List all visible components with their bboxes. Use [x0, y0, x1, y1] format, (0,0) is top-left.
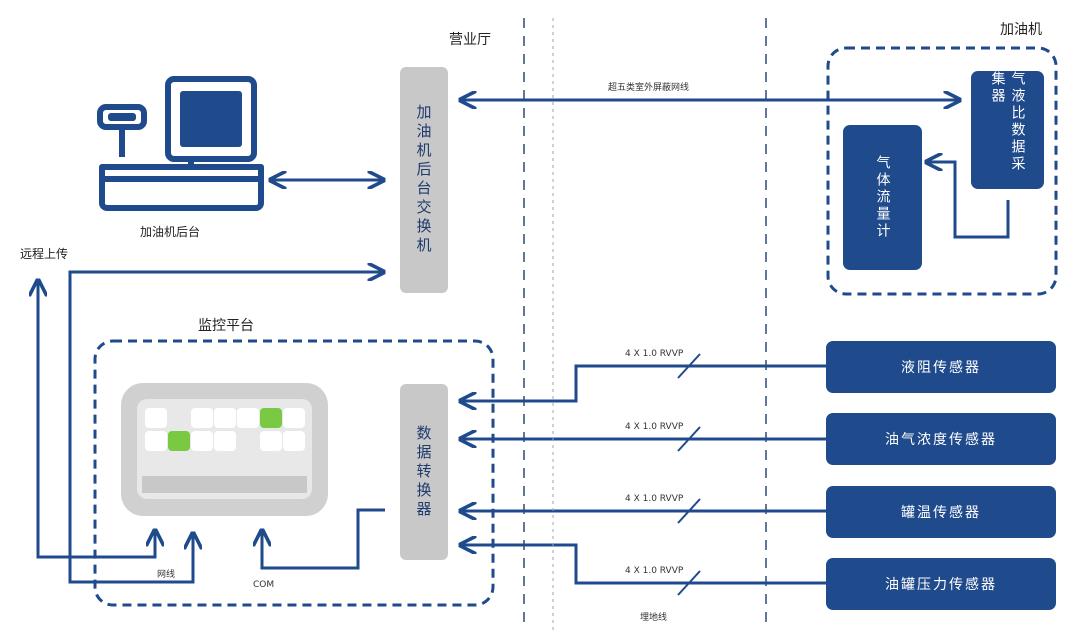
pos-label: 加油机后台 [140, 225, 201, 239]
monitor-platform-border [93, 339, 495, 607]
sensor-liquid-resistance: 液阻传感器 [826, 341, 1056, 393]
network-label: 网线 [157, 570, 176, 580]
gas-meter-box: 气体流量计 [843, 125, 922, 270]
sensor-link-4 [462, 545, 826, 585]
cable-slash-1 [677, 353, 701, 379]
sensor-tank-temperature: 罐温传感器 [826, 486, 1056, 538]
sensor-vapor-concentration: 油气浓度传感器 [826, 413, 1056, 465]
collector-label: 气液比数据采集器 [989, 71, 1026, 173]
meter-collector-link [928, 162, 1010, 239]
cable-label-4: 4 X 1.0 RVVP [625, 566, 684, 576]
buried-label: 埋地线 [640, 613, 668, 623]
collector-box: 气液比数据采集器 [971, 71, 1044, 189]
monitor-platform-title: 监控平台 [198, 318, 254, 334]
sensor-tank-pressure: 油罐压力传感器 [826, 558, 1056, 610]
cable-slash-4 [677, 570, 701, 596]
cable-label-2: 4 X 1.0 RVVP [625, 422, 684, 432]
hall-title: 营业厅 [449, 32, 491, 48]
sensor-link-1 [462, 364, 826, 401]
remote-upload-label: 远程上传 [20, 247, 69, 261]
com-label: COM [253, 580, 275, 590]
cable-label-3: 4 X 1.0 RVVP [625, 494, 684, 504]
dispenser-border [826, 46, 1058, 296]
network-switch-link [68, 272, 382, 584]
converter-label: 数据转换器 [414, 424, 433, 520]
com-link [262, 508, 385, 570]
switch-label: 加油机后台交换机 [414, 104, 433, 256]
gas-meter-label: 气体流量计 [874, 155, 891, 240]
cable-slash-3 [677, 498, 701, 524]
pos-terminal-icon [97, 76, 264, 211]
converter-box: 数据转换器 [400, 384, 448, 560]
cable-label-1: 4 X 1.0 RVVP [625, 349, 684, 359]
cable-slash-2 [677, 426, 701, 452]
cable-top-label: 超五类室外屏蔽网线 [608, 83, 690, 93]
monitor-device-icon [121, 383, 328, 516]
switch-box: 加油机后台交换机 [400, 67, 448, 293]
dispenser-title: 加油机 [1000, 22, 1042, 38]
